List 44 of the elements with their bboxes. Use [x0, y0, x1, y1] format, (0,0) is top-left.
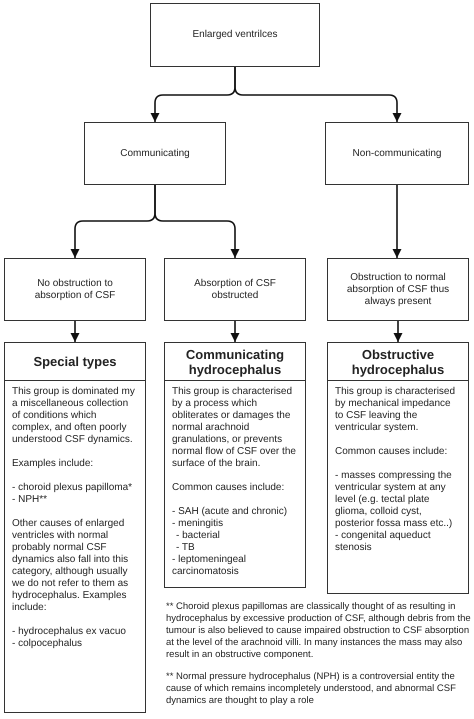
description-text: - hydrocephalus ex vacuo	[12, 626, 127, 638]
footnote-text: ** Choroid plexus papillomas are classically thought of as resulting in hydrocephalus by excessive production of CSF, although debris from the tumour is also believed to cause impaired obstruction to CSF absorption at the level of the arachnoid villi. In many instances the mass may also result in an obstructive component.	[166, 601, 472, 661]
description-text: This group is characterised by mechanical impedance to CSF leaving the ventricular system.	[335, 386, 456, 434]
description-text: Other causes of enlarged ventricles with normal probably normal CSF dynamics also fall into this category, although usually we do not refer to them as hydrocephalus. Examples include:	[12, 518, 130, 614]
box-label: Absorption of CSF obstructed	[193, 278, 277, 302]
description-text: - NPH**	[12, 494, 48, 506]
process-box	[325, 122, 469, 185]
process-box	[84, 122, 226, 185]
box-label: Obstruction to normal absorption of CSF thus always present	[346, 272, 450, 308]
description-text: - SAH (acute and chronic)	[172, 506, 288, 518]
box-label: No obstruction to absorption of CSF	[34, 278, 116, 302]
process-box	[4, 258, 146, 321]
description-text: - choroid plexus papilloma*	[12, 482, 134, 494]
description-text: - colpocephalus	[12, 638, 84, 650]
description-text: Common causes include:	[172, 482, 286, 494]
process-box	[150, 3, 320, 67]
arrow	[394, 321, 402, 342]
description-text: Common causes include:	[335, 446, 448, 458]
description-text: - leptomeningeal carcinomatosis	[172, 554, 247, 578]
arrow	[154, 185, 240, 258]
arrow	[230, 321, 240, 342]
box-heading: Special types	[5, 343, 145, 381]
description-text: - masses compressing the ventricular system at any level (e.g. tectal plate glioma, colloid cyst, posterior fossa mass etc..)	[335, 470, 454, 530]
box-heading: Obstructive hydrocephalus	[328, 343, 468, 381]
description-text: - meningitis	[172, 518, 224, 530]
category-box	[4, 342, 146, 713]
arrow	[70, 321, 80, 342]
box-label: Communicating	[120, 148, 190, 160]
footnote-text: ** Normal pressure hydrocephalus (NPH) is a controversial entity the cause of which remains incompletely understood, and abnormal CSF dynamics are thought to play a role	[166, 671, 457, 707]
description-text: - TB	[175, 542, 196, 554]
description-text: Examples include:	[12, 458, 94, 470]
description-text: - congenital aqueduct stenosis	[335, 530, 432, 554]
arrow	[234, 67, 402, 122]
description-text: - bacterial	[175, 530, 221, 542]
arrow	[392, 185, 402, 258]
category-box	[327, 342, 469, 594]
description-text: This group is characterised by a process which obliterates or damages the normal arachnoid granulations, or prevents normal flow of CSF over the surface of the brain.	[172, 386, 297, 470]
category-box	[164, 342, 306, 588]
box-label: Enlarged ventrilces	[192, 29, 278, 41]
box-heading: Communicating hydrocephalus	[165, 343, 305, 381]
process-box	[327, 258, 469, 321]
description-text: This group is dominated my a miscellaneous collection of conditions which complex, and often poorly understood CSF dynamics.	[12, 386, 136, 446]
box-label: Non-communicating	[352, 148, 442, 160]
process-box	[164, 258, 306, 321]
